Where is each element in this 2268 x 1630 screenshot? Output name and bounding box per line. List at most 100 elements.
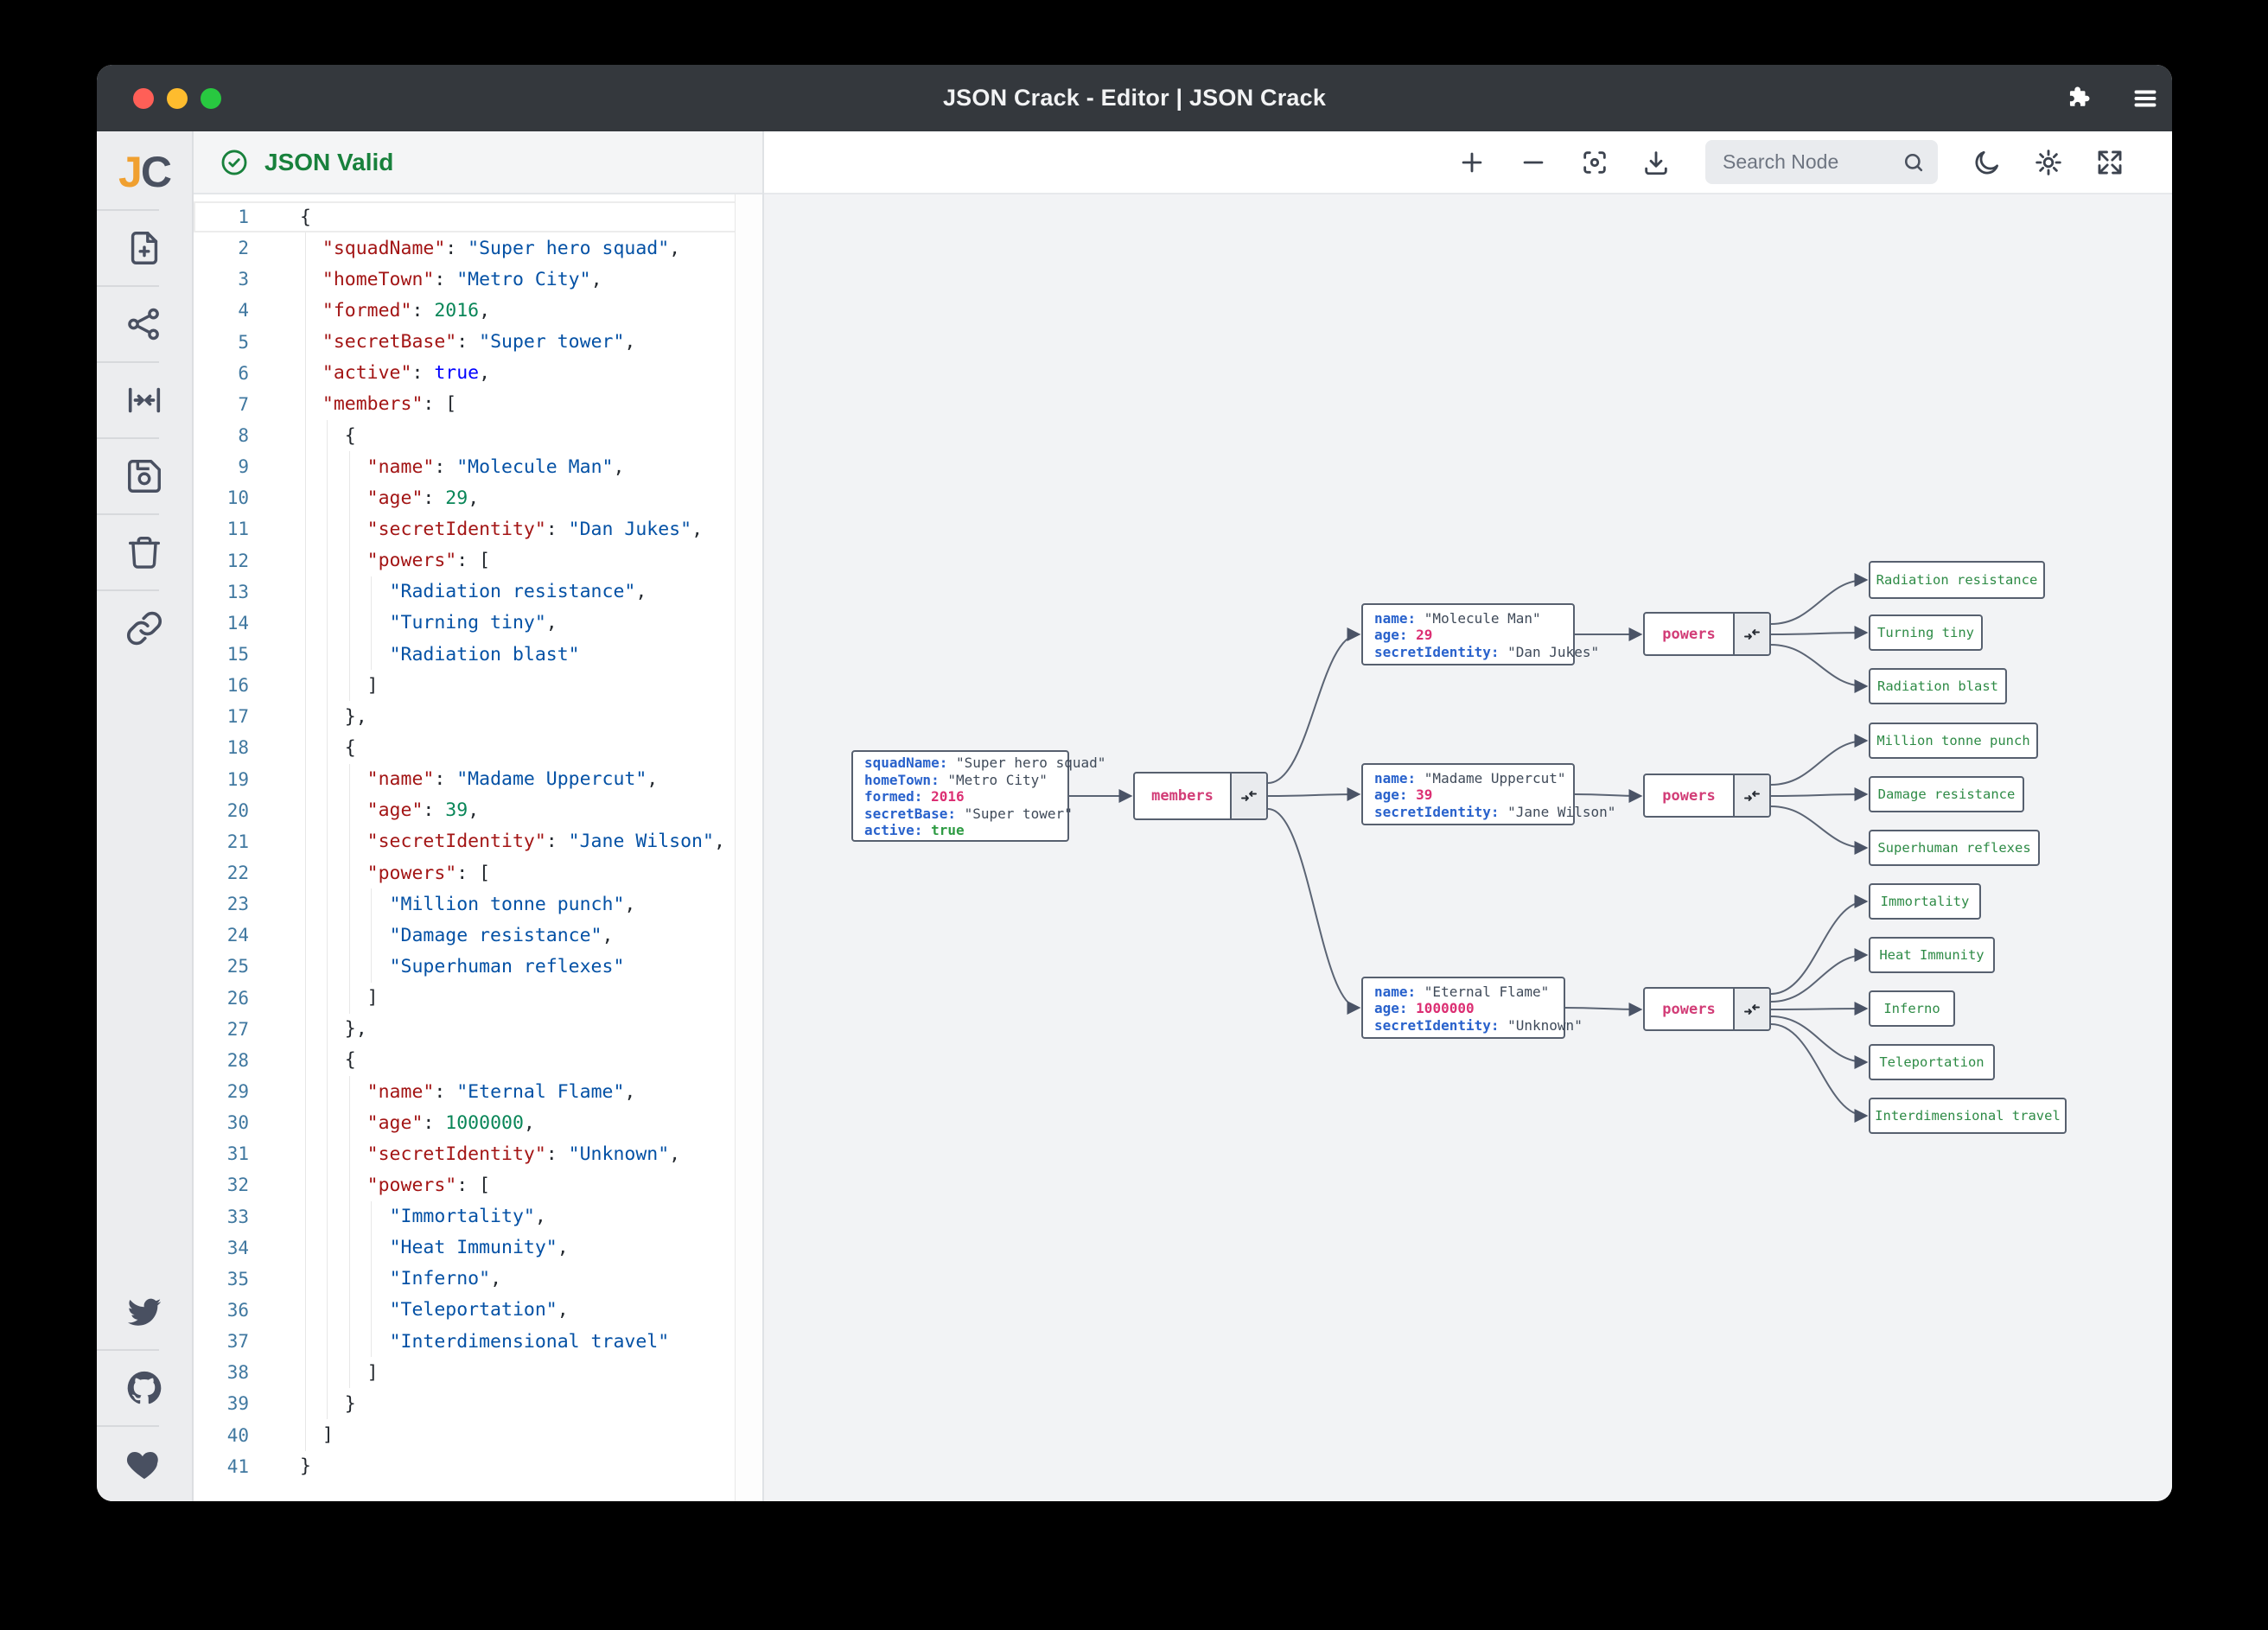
code-line-15[interactable]: 15 "Radiation blast": [194, 638, 762, 671]
code-line-21[interactable]: 21 "secretIdentity": "Jane Wilson",: [194, 825, 762, 857]
menu-icon[interactable]: [2128, 81, 2163, 116]
code-line-28[interactable]: 28 {: [194, 1044, 762, 1076]
indent-guide: [327, 1326, 328, 1358]
code-line-36[interactable]: 36 "Teleportation",: [194, 1294, 762, 1327]
code-line-35[interactable]: 35 "Inferno",: [194, 1263, 762, 1295]
code-line-2[interactable]: 2 "squadName": "Super hero squad",: [194, 232, 762, 264]
jsoncrack-logo[interactable]: JC: [118, 148, 172, 196]
extension-puzzle-icon[interactable]: [2061, 81, 2096, 116]
code-line-19[interactable]: 19 "name": "Madame Uppercut",: [194, 763, 762, 795]
graph-node-powers-1[interactable]: powers: [1643, 612, 1771, 656]
collapse-node-button[interactable]: [1733, 989, 1769, 1029]
search-node-box: [1705, 140, 1938, 184]
graph-edge: [1770, 948, 1869, 1003]
code-line-39[interactable]: 39 }: [194, 1388, 762, 1420]
code-line-22[interactable]: 22 "powers": [: [194, 856, 762, 889]
graph-node-powers-3[interactable]: powers: [1643, 987, 1771, 1031]
minimize-window-button[interactable]: [167, 87, 188, 109]
github-icon[interactable]: [97, 1351, 192, 1425]
file-plus-icon[interactable]: [97, 211, 192, 285]
focus-icon[interactable]: [1577, 145, 1612, 180]
code-line-32[interactable]: 32 "powers": [: [194, 1169, 762, 1201]
graph-node-leaf-2b[interactable]: Damage resistance: [1869, 776, 2024, 812]
code-line-10[interactable]: 10 "age": 29,: [194, 482, 762, 514]
code-line-37[interactable]: 37 "Interdimensional travel": [194, 1326, 762, 1358]
zoom-window-button[interactable]: [201, 87, 221, 109]
node-row: homeTown: "Metro City": [864, 771, 1048, 788]
graph-canvas[interactable]: squadName: "Super hero squad"homeTown: "…: [764, 194, 2172, 1501]
heart-icon[interactable]: [97, 1427, 192, 1501]
code-line-1[interactable]: 1{: [194, 201, 762, 233]
code-line-29[interactable]: 29 "name": "Eternal Flame",: [194, 1075, 762, 1108]
fullscreen-icon[interactable]: [2093, 145, 2127, 180]
graph-node-leaf-3a[interactable]: Immortality: [1869, 883, 1981, 920]
indent-guide: [305, 326, 306, 358]
code-editor[interactable]: 1{2 "squadName": "Super hero squad",3 "h…: [194, 194, 762, 1501]
code-line-27[interactable]: 27 },: [194, 1013, 762, 1045]
code-line-6[interactable]: 6 "active": true,: [194, 357, 762, 389]
code-line-33[interactable]: 33 "Immortality",: [194, 1200, 762, 1232]
download-icon[interactable]: [1639, 145, 1673, 180]
code-line-38[interactable]: 38 ]: [194, 1357, 762, 1389]
graph-node-root[interactable]: squadName: "Super hero squad"homeTown: "…: [851, 750, 1105, 842]
code-line-13[interactable]: 13 "Radiation resistance",: [194, 576, 762, 608]
gear-icon[interactable]: [2031, 145, 2066, 180]
code-line-5[interactable]: 5 "secretBase": "Super tower",: [194, 326, 762, 358]
code-line-3[interactable]: 3 "homeTown": "Metro City",: [194, 264, 762, 296]
indent-guide: [305, 1013, 306, 1045]
editor-scrollbar[interactable]: [736, 194, 762, 1501]
node-row: age: 39: [1374, 786, 1433, 804]
graph-node-powers-2[interactable]: powers: [1643, 774, 1771, 818]
graph-node-leaf-3d[interactable]: Teleportation: [1869, 1044, 1995, 1080]
code-line-26[interactable]: 26 ]: [194, 982, 762, 1014]
code-line-11[interactable]: 11 "secretIdentity": "Dan Jukes",: [194, 513, 762, 545]
graph-node-leaf-3e[interactable]: Interdimensional travel: [1869, 1098, 2067, 1134]
graph-node-leaf-1a[interactable]: Radiation resistance: [1869, 561, 2045, 599]
code-line-34[interactable]: 34 "Heat Immunity",: [194, 1232, 762, 1264]
save-icon[interactable]: [97, 439, 192, 513]
code-text: ]: [322, 1424, 334, 1447]
code-line-31[interactable]: 31 "secretIdentity": "Unknown",: [194, 1138, 762, 1170]
link-icon[interactable]: [97, 591, 192, 665]
close-window-button[interactable]: [133, 87, 154, 109]
collapse-node-button[interactable]: [1230, 774, 1266, 818]
code-line-16[interactable]: 16 ]: [194, 670, 762, 702]
graph-node-leaf-1b[interactable]: Turning tiny: [1869, 614, 1983, 651]
indent-guide: [305, 982, 306, 1014]
graph-node-leaf-1c[interactable]: Radiation blast: [1869, 668, 2007, 704]
search-node-input[interactable]: [1721, 150, 1902, 175]
moon-icon[interactable]: [1970, 145, 2004, 180]
code-line-8[interactable]: 8 {: [194, 419, 762, 452]
code-line-24[interactable]: 24 "Damage resistance",: [194, 920, 762, 952]
share-nodes-icon[interactable]: [97, 287, 192, 361]
graph-node-members[interactable]: members: [1133, 772, 1268, 820]
code-line-40[interactable]: 40 ]: [194, 1419, 762, 1451]
code-line-7[interactable]: 7 "members": [: [194, 388, 762, 420]
code-line-18[interactable]: 18 {: [194, 732, 762, 764]
zoom-out-icon[interactable]: [1516, 145, 1551, 180]
indent-guide: [305, 357, 306, 389]
code-line-12[interactable]: 12 "powers": [: [194, 544, 762, 576]
twitter-icon[interactable]: [97, 1275, 192, 1349]
code-line-25[interactable]: 25 "Superhuman reflexes": [194, 951, 762, 983]
code-line-4[interactable]: 4 "formed": 2016,: [194, 295, 762, 327]
code-line-41[interactable]: 41}: [194, 1451, 762, 1482]
graph-node-leaf-2c[interactable]: Superhuman reflexes: [1869, 830, 2040, 866]
graph-node-leaf-2a[interactable]: Million tonne punch: [1869, 723, 2038, 759]
code-line-14[interactable]: 14 "Turning tiny",: [194, 607, 762, 639]
code-line-17[interactable]: 17 },: [194, 701, 762, 733]
graph-node-leaf-3b[interactable]: Heat Immunity: [1869, 937, 1995, 973]
trash-icon[interactable]: [97, 515, 192, 589]
graph-node-leaf-3c[interactable]: Inferno: [1869, 990, 1955, 1027]
fold-horizontal-icon[interactable]: [97, 363, 192, 437]
collapse-node-button[interactable]: [1733, 614, 1769, 654]
code-line-9[interactable]: 9 "name": "Molecule Man",: [194, 451, 762, 483]
collapse-node-button[interactable]: [1733, 775, 1769, 816]
code-line-20[interactable]: 20 "age": 39,: [194, 794, 762, 826]
code-line-30[interactable]: 30 "age": 1000000,: [194, 1107, 762, 1139]
zoom-in-icon[interactable]: [1455, 145, 1489, 180]
code-line-23[interactable]: 23 "Million tonne punch",: [194, 888, 762, 920]
